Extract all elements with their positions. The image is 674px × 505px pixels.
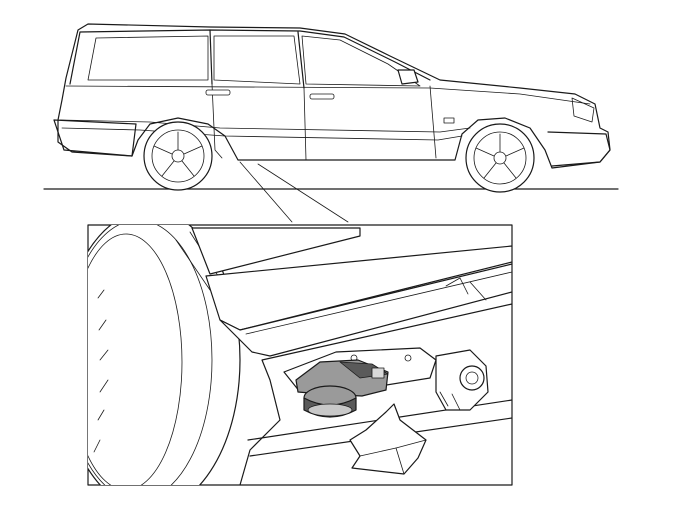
greenhouse-outline xyxy=(69,29,431,85)
pillar-b xyxy=(297,31,305,89)
jack-point-mount xyxy=(435,349,489,411)
sill-notch xyxy=(445,277,487,301)
callout-leader xyxy=(239,161,349,223)
front-door-window xyxy=(301,35,421,87)
side-mirror xyxy=(397,69,419,85)
rear-door-window xyxy=(213,35,301,85)
side-moulding-upper xyxy=(59,119,471,133)
rear-bumper xyxy=(53,119,137,157)
door-seam-front xyxy=(303,87,307,161)
door-seam-rear xyxy=(211,83,223,159)
sill-ridge xyxy=(245,271,512,335)
car-side-view xyxy=(43,23,619,223)
sill-top xyxy=(205,245,512,331)
side-moulding-lower xyxy=(61,127,463,141)
arrow-icon xyxy=(349,403,427,475)
rear-wheel xyxy=(143,121,213,191)
belt-line xyxy=(65,85,591,105)
pillar-c xyxy=(209,29,213,85)
rear-door-handle xyxy=(205,89,231,96)
body-sill-panel xyxy=(191,227,361,275)
fender-badge xyxy=(443,117,455,124)
bracket-bolt-2 xyxy=(404,354,412,362)
detail-inset xyxy=(87,224,513,486)
underbody-floor xyxy=(239,303,512,485)
door-seam-fender xyxy=(429,85,437,159)
tire-closeup xyxy=(88,225,241,485)
rear-quarter-window xyxy=(87,35,209,81)
front-wheel xyxy=(465,123,535,193)
front-door-handle xyxy=(309,93,335,100)
sensor-unit xyxy=(295,359,389,418)
headlight xyxy=(571,97,595,123)
front-bumper xyxy=(547,131,611,167)
sill-lower-face xyxy=(219,263,512,357)
